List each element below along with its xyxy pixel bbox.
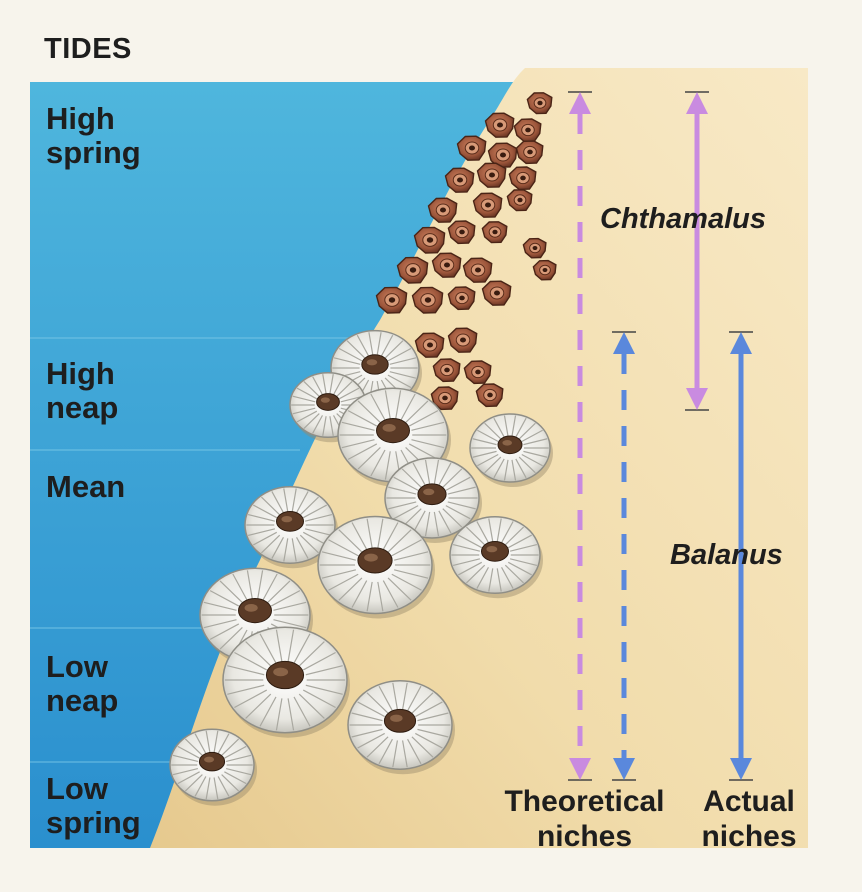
legend-actual-niches: Actual niches	[701, 785, 797, 853]
chthamalus-barnacle-icon	[532, 259, 557, 281]
balanus-barnacle-icon	[469, 413, 553, 487]
chthamalus-barnacle-icon	[475, 383, 504, 408]
balanus-barnacle-icon	[449, 516, 543, 599]
balanus-barnacle-icon	[169, 728, 257, 806]
balanus-barnacle-icon	[244, 486, 338, 569]
niche-arrows	[568, 91, 753, 781]
chthamalus-barnacle-icon	[414, 332, 445, 358]
chthamalus-barnacle-icon	[481, 221, 508, 244]
balanus-theoretical-niche-arrow	[612, 331, 636, 781]
tide-label-high-spring: High spring	[46, 101, 141, 171]
legend-theoretical-niches: Theoretical niches	[504, 785, 665, 853]
chthamalus-barnacle-icon	[487, 142, 518, 168]
chthamalus-barnacle-icon	[515, 140, 544, 165]
chthamalus-barnacle-icon	[447, 220, 476, 245]
chthamalus-barnacle-icon	[462, 257, 493, 283]
chthamalus-barnacle-icon	[413, 226, 446, 254]
chthamalus-barnacle-icon	[481, 280, 512, 306]
chthamalus-barnacle-icon	[472, 192, 503, 218]
chthamalus-barnacle-icon	[375, 286, 408, 314]
balanus-barnacle-icon	[222, 626, 350, 738]
tide-label-low-neap: Low neap	[46, 649, 119, 719]
page-title: TIDES	[44, 33, 132, 65]
chthamalus-barnacle-icon	[396, 256, 429, 284]
species-label-chthamalus: Chthamalus	[600, 203, 766, 235]
chthamalus-barnacle-icon	[456, 135, 487, 161]
chthamalus-barnacle-icon	[432, 358, 461, 383]
balanus-barnacle-icon	[347, 680, 455, 775]
balanus-actual-niche-arrow	[729, 331, 753, 781]
chthamalus-barnacle-icon	[506, 189, 533, 212]
chthamalus-barnacle-icon	[476, 162, 507, 188]
chthamalus-barnacle-icon	[484, 112, 515, 138]
chthamalus-actual-niche-arrow	[685, 91, 709, 411]
chthamalus-theoretical-niche-arrow	[568, 91, 592, 781]
chthamalus-barnacle-icon	[513, 118, 542, 143]
chthamalus-barnacle-icon	[522, 237, 547, 259]
chthamalus-barnacle-icon	[444, 167, 475, 193]
tide-label-mean: Mean	[46, 469, 126, 504]
balanus-barnacle-icon	[384, 457, 482, 543]
species-label-balanus: Balanus	[670, 539, 783, 571]
tide-label-high-neap: High neap	[46, 356, 119, 426]
chthamalus-barnacle-icon	[447, 286, 476, 311]
chthamalus-barnacle-icon	[430, 386, 459, 411]
chthamalus-barnacle-icon	[508, 166, 537, 191]
balanus-barnacle-icon	[317, 515, 435, 619]
chthamalus-barnacle-icon	[526, 92, 553, 115]
chthamalus-barnacle-icon	[463, 360, 492, 385]
chthamalus-barnacle-icon	[431, 252, 462, 278]
chthamalus-barnacle-icon	[411, 286, 444, 314]
barnacle-population	[169, 92, 557, 806]
chthamalus-barnacle-icon	[447, 327, 478, 353]
tide-label-low-spring: Low spring	[46, 771, 141, 841]
tide-level-lines	[30, 337, 380, 763]
chthamalus-barnacle-icon	[427, 197, 458, 223]
